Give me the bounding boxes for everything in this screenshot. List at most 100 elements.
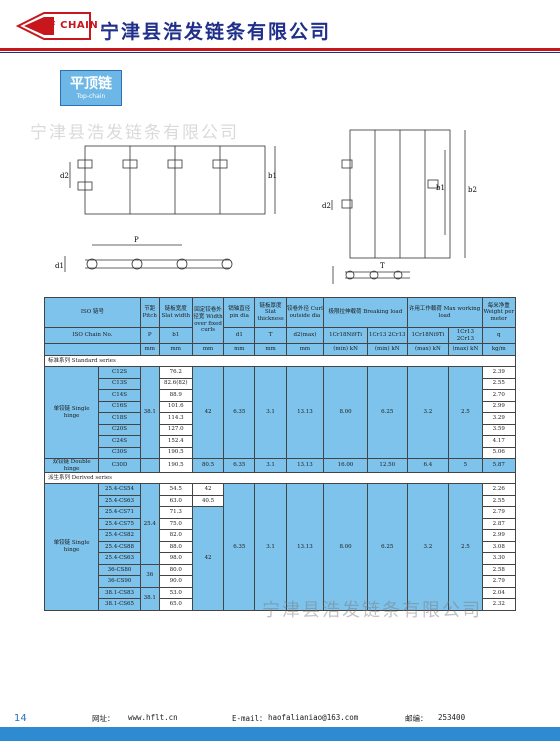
chain-no: C20S <box>98 423 141 436</box>
slat-width: 63.0 <box>158 494 193 508</box>
col-work-unit-a: (max) kN <box>406 343 450 356</box>
weight-value: 2.79 <box>481 506 517 519</box>
weight-value: 2.87 <box>481 517 517 531</box>
col-pin: 销轴直径 pin dia <box>223 297 256 328</box>
der-d2: 13.13 <box>285 483 325 611</box>
web-link[interactable]: www.hflt.cn <box>128 713 178 722</box>
standard-series-label: 标准系列 Standard series <box>44 355 516 367</box>
email-link[interactable]: haofalianiao@163.com <box>268 713 359 722</box>
col-pin-unit: mm <box>223 343 256 356</box>
watermark: 宁津县浩发链条有限公司 <box>30 123 239 143</box>
company-logo <box>15 12 91 40</box>
weight-value: 2.70 <box>481 389 517 402</box>
slat-width: 75.0 <box>158 517 193 531</box>
weight-value: 2.32 <box>481 598 517 611</box>
slat-width: 76.2 <box>158 366 193 379</box>
std-wa: 3.2 <box>406 366 450 459</box>
col-work-a: 1Cr18Ni9Ti <box>406 327 450 344</box>
std-d2: 13.13 <box>285 366 325 459</box>
col-thick-sym: T <box>254 327 287 344</box>
weight-value: 5.06 <box>481 446 517 459</box>
chain-no: 25.4-CS71 <box>98 506 141 519</box>
section-title-badge: 平顶链 Top-chain <box>60 70 122 106</box>
std-t: 3.1 <box>254 366 287 459</box>
col-pitch: 节距 Pitch <box>139 297 160 328</box>
col-work-b: 1Cr13 2Cr13 <box>448 327 483 344</box>
double-ba: 16.00 <box>323 457 368 474</box>
col-break-unit-a: (min) kN <box>323 343 368 356</box>
double-wb: 5 <box>448 457 483 474</box>
chain-no: 25.4-CS63 <box>98 552 141 565</box>
col-iso-en: ISO Chain No. <box>44 327 141 344</box>
chain-no: 25.4-CS82 <box>98 529 141 542</box>
header-divider-thin <box>0 52 560 53</box>
col-curls: 回定铰卷外径宽 Width over fixed curls <box>191 297 225 344</box>
col-work: 许用工作载荷 Max working load <box>406 297 483 328</box>
label-d2-right: d2 <box>322 202 331 210</box>
weight-value: 3.29 <box>481 412 517 425</box>
slat-width: 88.9 <box>158 389 193 402</box>
watermark: 宁津县浩发链条有限公司 <box>262 600 482 621</box>
chain-no: 25.4-CS88 <box>98 540 141 554</box>
std-ba: 8.00 <box>323 366 368 459</box>
curls-value: 40.5 <box>191 494 225 508</box>
chain-no: C14S <box>98 389 141 402</box>
chain-no: 25.4-CS54 <box>98 483 141 496</box>
col-curl: 铰卷外径 Curl outside dia <box>285 297 325 328</box>
col-weight: 每米净重 Weight per meter <box>481 297 517 328</box>
label-b2: b2 <box>468 186 477 194</box>
weight-value: 4.17 <box>481 435 517 448</box>
email-label: E-mail： <box>232 714 267 723</box>
chain-diagram: d2 b1 P d1 b1 b2 d2 T <box>55 129 477 284</box>
col-curl-unit: mm <box>285 343 325 356</box>
col-pin-sym: d1 <box>223 327 256 344</box>
col-width-unit: mm <box>158 343 193 356</box>
label-t: T <box>380 262 385 270</box>
weight-value: 3.08 <box>481 540 517 554</box>
weight-value: 2.55 <box>481 494 517 508</box>
pitch-value: 25.4 <box>139 483 160 565</box>
slat-width: 152.4 <box>158 435 193 448</box>
double-d2: 13.13 <box>285 457 325 474</box>
page-header: HF CHAIN 宁津县浩发链条有限公司 <box>0 0 560 53</box>
col-break-a: 1Cr18Ni9Ti <box>323 327 368 344</box>
label-p: P <box>134 236 139 244</box>
double-b1: 190.5 <box>158 457 193 474</box>
chain-no: 38.1-CS65 <box>98 598 141 611</box>
slat-width: 90.0 <box>158 575 193 588</box>
double-d1: 6.35 <box>223 457 256 474</box>
page-number: 14 <box>14 713 27 724</box>
web-label: 网址： <box>92 714 115 723</box>
weight-value: 2.79 <box>481 575 517 588</box>
double-t: 3.1 <box>254 457 287 474</box>
pitch-value: 36 <box>139 563 160 588</box>
zip-label: 邮编： <box>405 714 428 723</box>
double-q: 5.87 <box>481 457 517 474</box>
der-wb: 2.5 <box>448 483 483 611</box>
weight-value: 2.04 <box>481 586 517 600</box>
single-hinge-label: 单铰链 Single hinge <box>43 483 100 611</box>
label-b1-left: b1 <box>268 172 277 180</box>
der-bb: 6.25 <box>366 483 408 611</box>
single-hinge-label: 单铰链 Single hinge <box>43 366 100 459</box>
weight-value: 2.99 <box>481 529 517 542</box>
weight-value: 2.39 <box>481 366 517 379</box>
label-d2-left: d2 <box>60 172 69 180</box>
pitch-value: 38.1 <box>139 586 160 611</box>
col-break-b: 1Cr13 2Cr13 <box>366 327 408 344</box>
header-divider <box>0 48 560 51</box>
slat-width: 101.6 <box>158 400 193 413</box>
weight-value: 2.58 <box>481 563 517 577</box>
curls-value: 42 <box>191 483 225 496</box>
zip-code: 253400 <box>438 713 466 722</box>
